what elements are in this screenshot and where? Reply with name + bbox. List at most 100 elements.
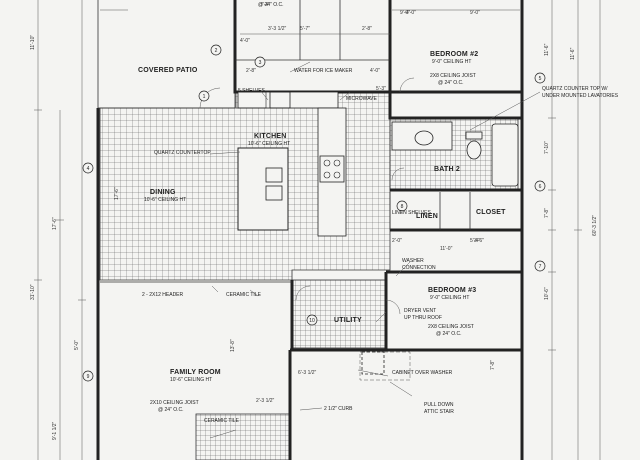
marker-6: 6 xyxy=(539,184,542,190)
toilet-tank xyxy=(465,131,483,140)
dim-d12: 11'-6" xyxy=(570,47,576,60)
room-label-kitchen: KITCHEN xyxy=(254,133,287,140)
bedroom2-ceiling: 9'-0" CEILING HT xyxy=(432,59,471,65)
note-pull-down-2: ATTIC STAIR xyxy=(424,409,454,415)
note-ceramic-tile: CERAMIC TILE xyxy=(226,292,262,298)
marker-9: 9 xyxy=(87,374,90,380)
marker-4: 4 xyxy=(87,166,90,172)
kitchen-sink-basin-1 xyxy=(265,167,283,183)
dim-d14: 60'-3 1/2" xyxy=(592,215,598,236)
kitchen-counter-back xyxy=(237,91,339,109)
marker-1: 1 xyxy=(203,94,206,100)
bath-vanity xyxy=(391,121,453,151)
dim-d16: 2'-3 1/2" xyxy=(256,398,275,404)
dim-d7: 17'-6" xyxy=(114,187,120,200)
dim-d2: 7'-4" xyxy=(260,2,270,8)
dim-d27: 13'-8" xyxy=(230,339,236,352)
dim-d19: 3'-3 1/2" xyxy=(268,26,287,32)
dimension-line-top xyxy=(240,9,520,35)
dim-d1: 11'-10" xyxy=(30,35,36,50)
dim-d22: 2'-8" xyxy=(246,68,256,74)
family-ceiling: 10'-6" CEILING HT xyxy=(170,377,212,383)
room-label-closet: CLOSET xyxy=(476,209,506,216)
dimension-ticks xyxy=(34,109,582,351)
dim-d13: 10'-6" xyxy=(544,287,550,300)
leader-lines xyxy=(209,61,541,439)
burner-4 xyxy=(333,171,341,179)
burner-2 xyxy=(333,159,341,167)
dim-d31: 4'-0" xyxy=(406,10,416,16)
door-swing-bed2 xyxy=(399,77,415,93)
dim-d18: 4'-0" xyxy=(240,38,250,44)
dim-d10: 11'-6" xyxy=(544,43,550,56)
note-top-spacing: @ 24" O.C. xyxy=(258,2,283,8)
room-label-linen-shelves: LINEN SHELVES xyxy=(392,210,431,216)
dim-d30: 3'-6" xyxy=(474,238,484,244)
dim-d6: 31'-10" xyxy=(30,284,36,300)
kitchen-sink-basin-2 xyxy=(265,185,283,201)
dim-d9: 9'-1 1/2" xyxy=(52,421,58,440)
dim-d15: 6'-3 1/2" xyxy=(298,370,317,376)
family-joist: 2X10 CEILING JOIST xyxy=(150,400,199,406)
marker-2: 2 xyxy=(215,48,218,54)
room-label-utility: UTILITY xyxy=(334,317,362,324)
dim-d8: 5'-0" xyxy=(74,340,80,350)
note-quartz-bath: QUARTZ COUNTER TOP W/ xyxy=(542,86,608,92)
toilet xyxy=(466,140,482,160)
note-curb: 2 1/2" CURB xyxy=(324,406,353,412)
note-shelves: 5 SHELVES xyxy=(238,88,266,94)
note-quartz-island: QUARTZ COUNTERTOP xyxy=(154,150,211,156)
note-cabinet-washer: CABINET OVER WASHER xyxy=(392,370,453,376)
dim-d26: 11'-0" xyxy=(440,246,453,252)
room-label-covered-patio: COVERED PATIO xyxy=(138,67,198,74)
bedroom3-spacing: @ 24" O.C. xyxy=(436,331,461,337)
dim-d28: 5'-3" xyxy=(376,86,386,92)
burner-3 xyxy=(323,171,331,179)
marker-10: 10 xyxy=(309,318,315,324)
dim-d17: 7'-8" xyxy=(490,360,496,370)
marker-circles xyxy=(82,44,546,382)
marker-8: 8 xyxy=(401,204,404,210)
lavatory-sink xyxy=(414,130,434,146)
marker-3: 3 xyxy=(259,60,262,66)
room-label-family: FAMILY ROOM xyxy=(170,369,221,376)
dim-d25: 5'-4" xyxy=(470,238,480,244)
marker-5: 5 xyxy=(539,76,542,82)
tiled-floor-entry xyxy=(195,413,291,460)
bedroom3-ceiling: 9'-0" CEILING HT xyxy=(430,295,469,301)
note-microwave: MICROWAVE xyxy=(346,96,377,102)
interior-wall-bedroom2 xyxy=(388,0,522,120)
bathtub xyxy=(491,123,519,187)
kitchen-ceiling: 10'-6" CEILING HT xyxy=(248,141,290,147)
pantry-shelves xyxy=(235,91,267,109)
exterior-wall-top xyxy=(233,0,522,94)
marker-7: 7 xyxy=(539,264,542,270)
dim-d4: 9'-0" xyxy=(470,10,480,16)
dim-d5: 17'-6" xyxy=(52,217,58,230)
room-label-bedroom3: BEDROOM #3 xyxy=(428,287,476,294)
room-label-bath2: BATH 2 xyxy=(434,166,460,173)
note-dryer-vent-2: UP THRU ROOF xyxy=(404,315,442,321)
door-swing-utility xyxy=(295,285,311,301)
bedroom3-joist: 2X8 CEILING JOIST xyxy=(428,324,474,330)
note-pull-down: PULL DOWN xyxy=(424,402,454,408)
room-label-linen: LINEN xyxy=(416,213,438,220)
dim-d3: 9'-0" xyxy=(400,10,410,16)
room-label-dining: DINING xyxy=(150,189,176,196)
dim-d24: 2'-0" xyxy=(392,238,402,244)
room-label-bedroom2: BEDROOM #2 xyxy=(430,51,478,58)
interior-wall-linen xyxy=(389,192,471,230)
dim-d11: 7'-8" xyxy=(544,208,550,218)
family-spacing: @ 24" O.C. xyxy=(158,407,183,413)
note-quartz-bath-2: UNDER MOUNTED LAVATORIES xyxy=(542,93,619,99)
note-ceramic-tile-2: CERAMIC TILE xyxy=(204,418,240,424)
note-header: 2 - 2X12 HEADER xyxy=(142,292,184,298)
note-dryer-vent: DRYER VENT xyxy=(404,308,436,314)
range-cooktop xyxy=(319,155,345,183)
note-washer-connection-2: CONNECTION xyxy=(402,265,436,271)
burner-1 xyxy=(323,159,331,167)
dim-d21: 2'-8" xyxy=(362,26,372,32)
dimension-line-left xyxy=(37,0,83,460)
tiled-floor-utility xyxy=(291,279,387,349)
